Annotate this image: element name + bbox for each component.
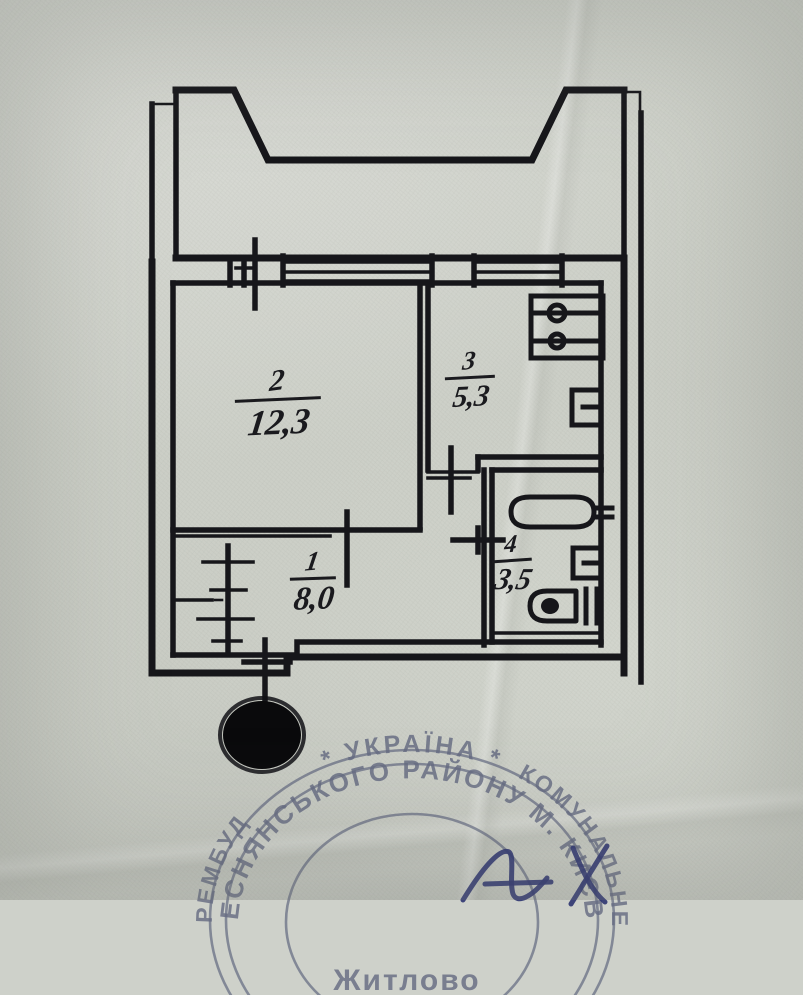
room-number: 1 xyxy=(303,545,322,577)
building-inner-wall xyxy=(170,280,604,658)
building-outer-wall xyxy=(148,254,628,677)
room-number: 4 xyxy=(503,530,518,559)
room-label-4: 4 3,5 xyxy=(474,530,550,597)
room-label-3: 3 5,3 xyxy=(426,345,513,414)
window-icon-left xyxy=(280,253,435,288)
floor-plan-drawing xyxy=(148,86,644,774)
balcony-door-jamb xyxy=(227,237,258,311)
room-area: 5,3 xyxy=(450,378,491,414)
stove-icon xyxy=(528,293,606,361)
window-icon-right xyxy=(471,253,565,288)
entrance-blot-icon xyxy=(218,696,306,774)
sink-icon-lower xyxy=(570,545,604,581)
partition-room2-room3 xyxy=(417,282,431,531)
toilet-icon xyxy=(527,586,600,626)
doorway-marks xyxy=(426,445,506,555)
balcony-outline xyxy=(149,86,628,265)
partition-room2-room1 xyxy=(170,509,423,588)
sink-icon-upper xyxy=(569,387,604,428)
bathroom-walls xyxy=(475,454,604,648)
room-area: 3,5 xyxy=(491,562,536,596)
room-label-1: 1 8,0 xyxy=(272,545,354,618)
bathtub-icon xyxy=(508,494,615,530)
room-label-2: 2 12,3 xyxy=(216,363,339,444)
room-area: 12,3 xyxy=(245,400,312,444)
room-area: 8,0 xyxy=(291,580,336,618)
closet-icon xyxy=(171,543,255,656)
entrance-door xyxy=(241,637,293,703)
stamp-center-text: Житлово xyxy=(332,964,480,995)
